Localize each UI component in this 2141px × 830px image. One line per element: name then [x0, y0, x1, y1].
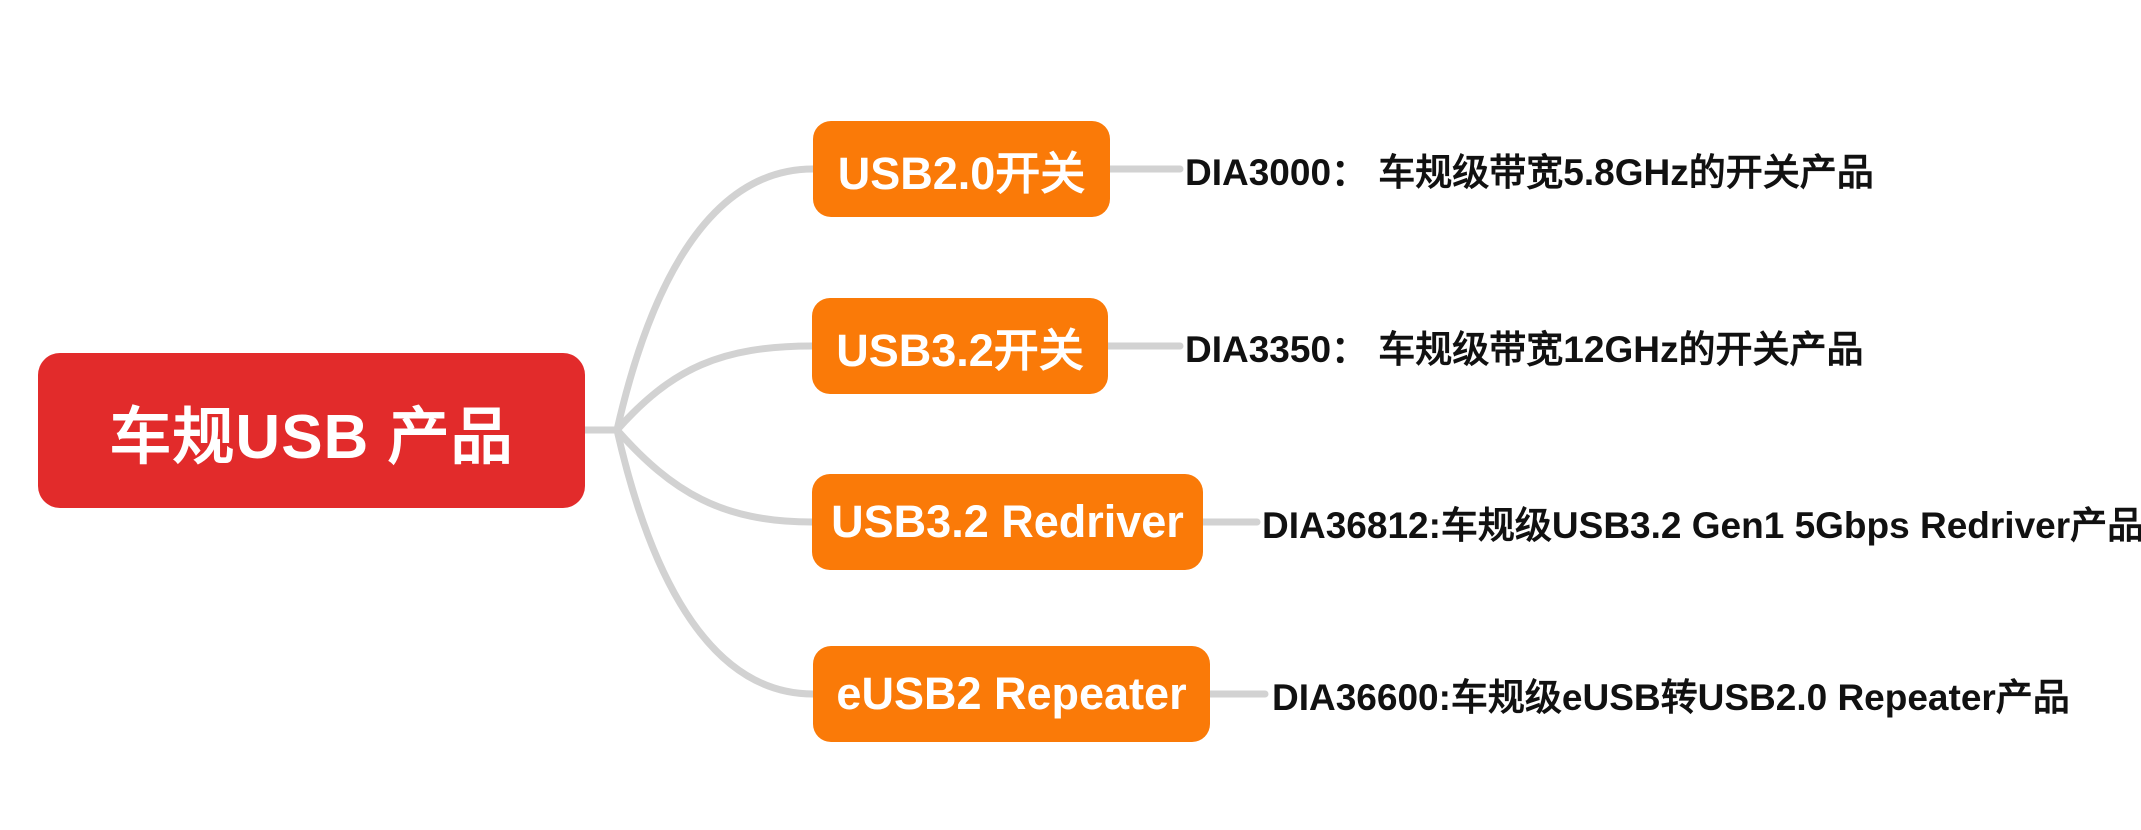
branch-node-label: USB3.2 Redriver	[831, 496, 1184, 547]
branch-node-label: USB2.0开关	[837, 147, 1086, 199]
root-node-auto-usb-products[interactable]: 车规USB 产品	[38, 353, 585, 508]
branch-node-label: USB3.2开关	[836, 324, 1084, 376]
description-usb32-switch[interactable]: DIA3350： 车规级带宽12GHz的开关产品	[1185, 298, 1863, 394]
description-eusb2-repeater[interactable]: DIA36600:车规级eUSB转USB2.0 Repeater产品	[1272, 646, 2070, 742]
description-label: DIA36812:车规级USB3.2 Gen1 5Gbps Redriver产品	[1262, 505, 2141, 546]
connector-branch-3	[613, 426, 816, 526]
branch-node-usb32-redriver[interactable]: USB3.2 Redriver	[812, 474, 1203, 570]
connector-branch-4	[613, 426, 817, 698]
connector-branch-1	[613, 165, 817, 434]
connector-branch-2	[613, 342, 816, 434]
branch-node-eusb2-repeater[interactable]: eUSB2 Repeater	[813, 646, 1210, 742]
description-label: DIA36600:车规级eUSB转USB2.0 Repeater产品	[1272, 677, 2070, 718]
branch-node-usb32-switch[interactable]: USB3.2开关	[812, 298, 1108, 394]
description-usb32-redriver[interactable]: DIA36812:车规级USB3.2 Gen1 5Gbps Redriver产品	[1262, 474, 2141, 570]
description-usb2-switch[interactable]: DIA3000： 车规级带宽5.8GHz的开关产品	[1185, 121, 1874, 217]
description-label: DIA3350： 车规级带宽12GHz的开关产品	[1185, 329, 1864, 370]
branch-node-usb2-switch[interactable]: USB2.0开关	[813, 121, 1110, 217]
description-label: DIA3000： 车规级带宽5.8GHz的开关产品	[1185, 152, 1874, 193]
root-node-label: 车规USB 产品	[109, 402, 514, 472]
branch-node-label: eUSB2 Repeater	[836, 668, 1187, 719]
